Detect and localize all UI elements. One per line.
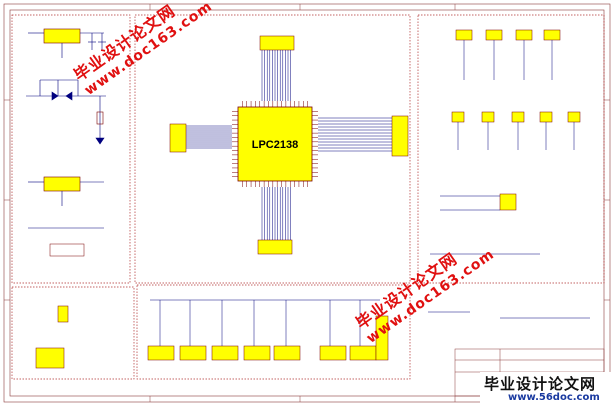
regulator-block-bottom [28, 176, 104, 257]
bottom-wiring [150, 299, 380, 346]
diode-network [26, 79, 106, 145]
lpc2138-chip [232, 101, 318, 187]
chip-label: LPC2138 [252, 139, 298, 151]
corner-logo: 毕业设计论文网 www.56doc.com [480, 372, 612, 404]
right-wiring [428, 40, 590, 319]
frame-ruler-marks [4, 4, 610, 402]
module-outlines [11, 14, 605, 380]
bottom-peripherals [35, 305, 389, 369]
sheet-frame [3, 3, 611, 403]
right-connectors-top [451, 29, 581, 211]
regulator-block-top [28, 28, 106, 58]
chip-connectors [169, 35, 409, 255]
corner-logo-text: 毕业设计论文网 [484, 375, 597, 393]
corner-logo-url: www.56doc.com [508, 392, 600, 403]
wire-bundles [186, 50, 392, 240]
